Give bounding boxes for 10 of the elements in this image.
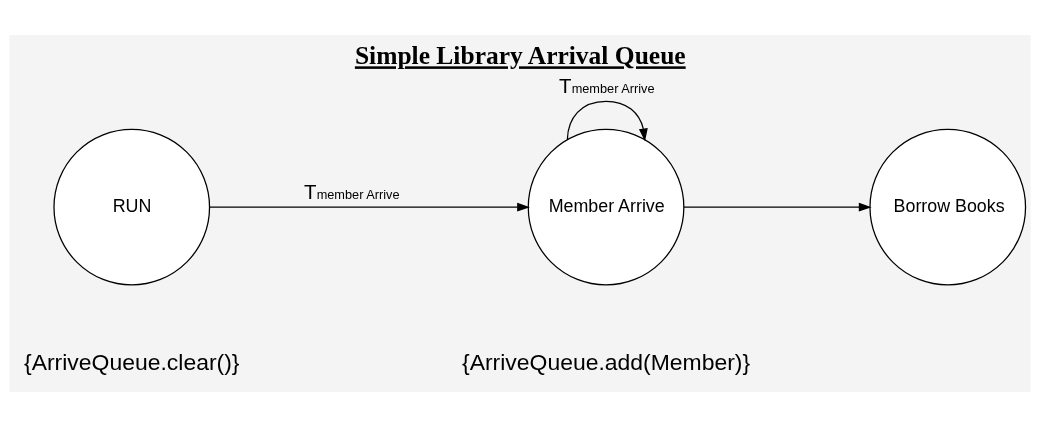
arrow [683, 202, 872, 212]
arrow [566, 100, 648, 142]
arrow [209, 202, 530, 212]
diagram-title: Simple Library Arrival Queue [354, 41, 686, 71]
node-circle: Borrow Books [869, 128, 1027, 286]
edge-label: Tmember Arrive [558, 75, 655, 98]
node-circle: RUN [53, 128, 211, 286]
edge-label: Tmember Arrive [303, 181, 400, 204]
node-label: {ArriveQueue.clear()} [24, 348, 240, 375]
node-label: {ArriveQueue.add(Member)} [461, 348, 751, 375]
